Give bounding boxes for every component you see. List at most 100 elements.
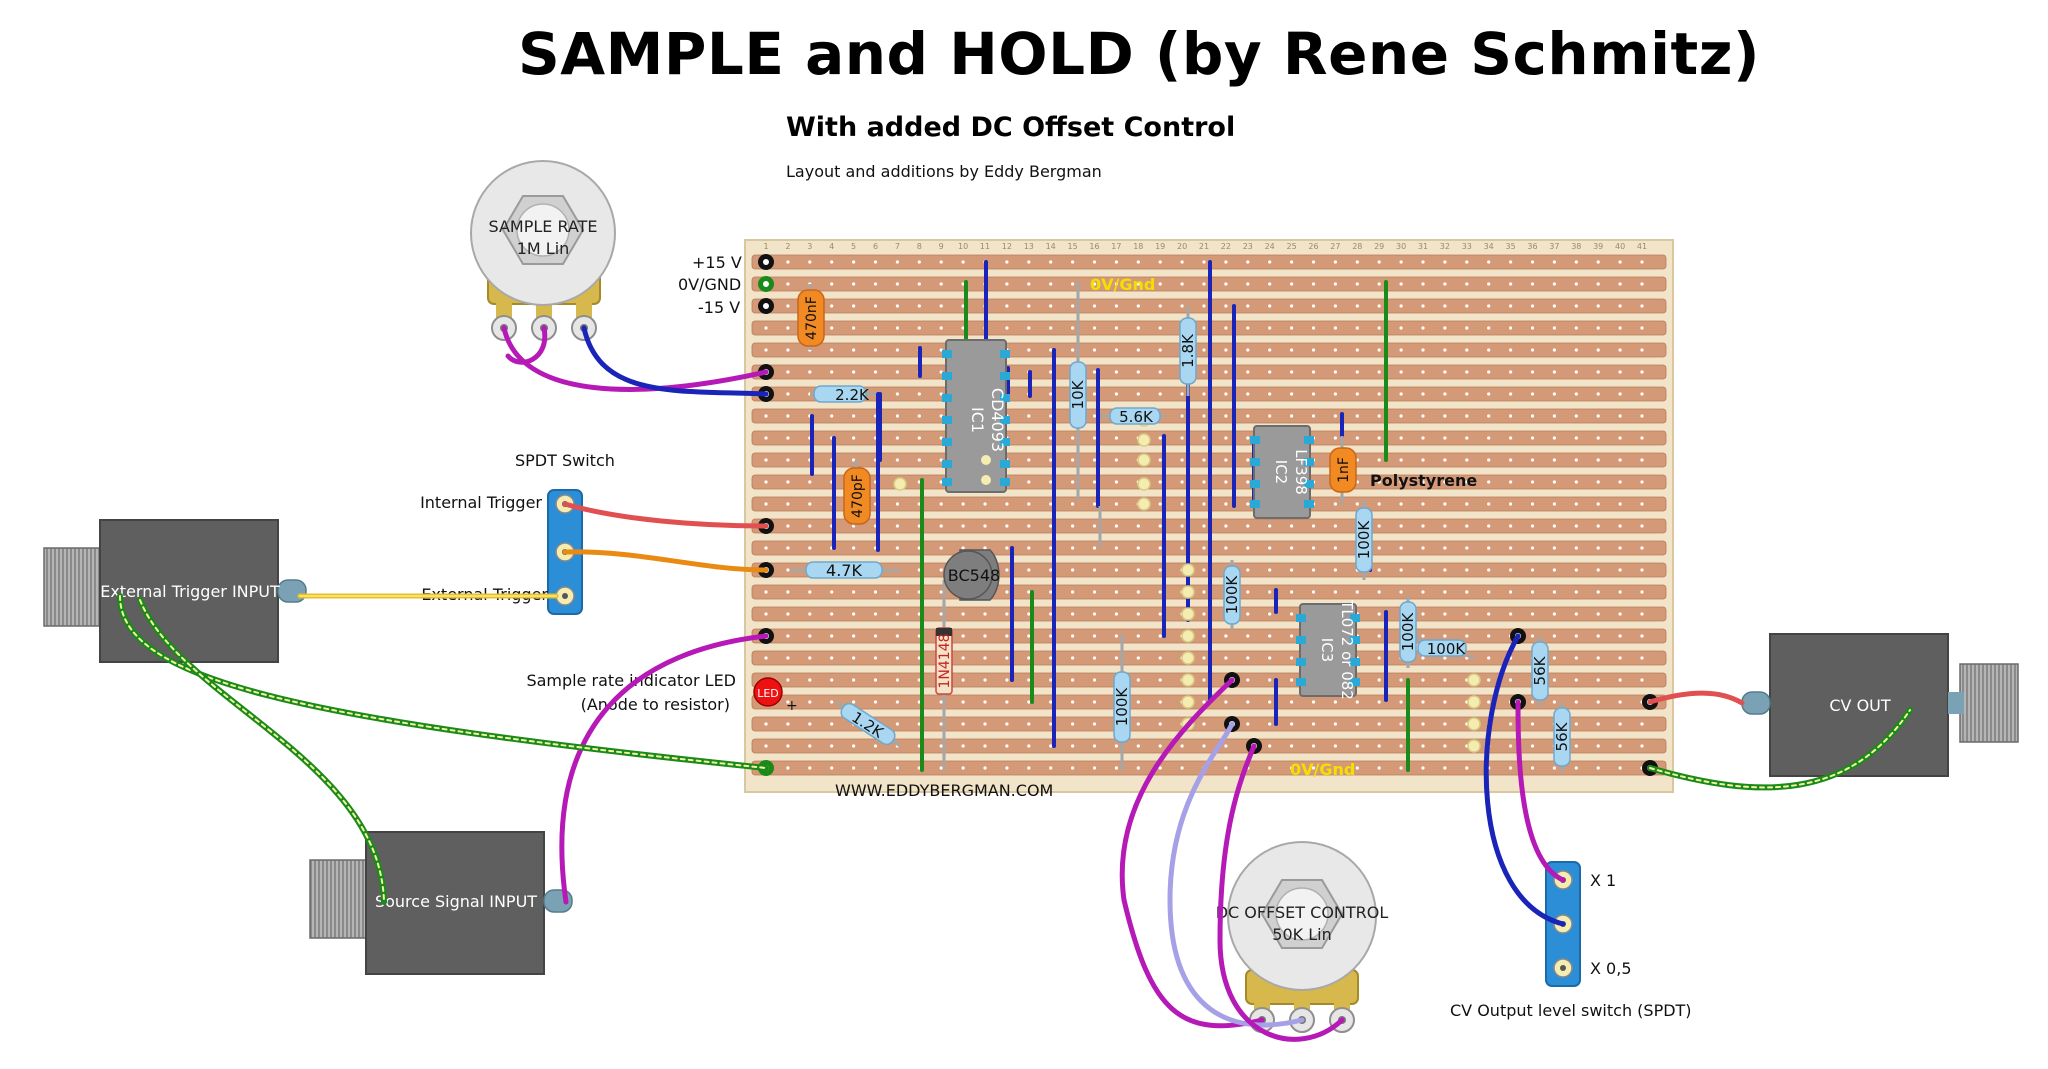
- sample-rate-pot-line1: SAMPLE RATE: [488, 217, 597, 236]
- source-signal-jack-label: Source Signal INPUT: [375, 892, 537, 911]
- resistor-100k-d: 100K: [1407, 634, 1475, 660]
- transistor-label: BC548: [948, 566, 1000, 585]
- resistor-100k-c-label: 100K: [1399, 612, 1417, 652]
- resistor-4k7-label: 4.7K: [826, 561, 862, 580]
- column-number: 35: [1506, 242, 1516, 251]
- sample-rate-pot-line2: 1M Lin: [517, 239, 570, 258]
- column-number: 41: [1637, 242, 1647, 251]
- resistor-5k6: 5.6K: [1100, 407, 1166, 426]
- ic3-part: TL072 or 082: [1338, 599, 1356, 700]
- column-number: 30: [1396, 242, 1406, 251]
- cv-out-jack-label: CV OUT: [1829, 696, 1891, 715]
- column-number: 4: [829, 242, 834, 251]
- ic2-name: IC2: [1272, 460, 1290, 484]
- gnd-strip-top-label: 0V/Gnd: [1090, 275, 1155, 294]
- ic3-chip: IC3 TL072 or 082: [1296, 599, 1360, 700]
- dc-offset-pot-line1: DC OFFSET CONTROL: [1216, 903, 1389, 922]
- resistor-100k-b: 100K: [1223, 560, 1241, 630]
- resistor-56k-b: 56K: [1553, 702, 1571, 772]
- resistor-10k-label: 10K: [1069, 379, 1087, 409]
- resistor-100k-d-label: 100K: [1427, 640, 1467, 658]
- resistor-100k-c: 100K: [1399, 596, 1417, 668]
- column-number: 22: [1221, 242, 1231, 251]
- spdt-switch-title: SPDT Switch: [515, 451, 615, 470]
- column-number: 19: [1155, 242, 1165, 251]
- ic1-name: IC1: [968, 407, 987, 433]
- sample-rate-pot: SAMPLE RATE 1M Lin: [470, 160, 616, 341]
- copper-strip: [751, 716, 1667, 732]
- offboard-wires: [117, 325, 1913, 1042]
- internal-trigger-label: Internal Trigger: [420, 493, 542, 512]
- resistor-56k-a-label: 56K: [1531, 655, 1549, 685]
- resistor-56k-a: 56K: [1531, 636, 1549, 706]
- column-number: 3: [807, 242, 812, 251]
- column-number: 1: [763, 242, 768, 251]
- page-subtitle: With added DC Offset Control: [786, 112, 1236, 143]
- column-number: 29: [1374, 242, 1384, 251]
- column-number: 25: [1287, 242, 1297, 251]
- column-number: 18: [1133, 242, 1143, 251]
- website-label: WWW.EDDYBERGMAN.COM: [835, 781, 1053, 800]
- ic1-part: CD4093: [988, 388, 1007, 452]
- rail-minus15-label: -15 V: [698, 298, 740, 317]
- rail-plus15-label: +15 V: [692, 253, 742, 272]
- column-number: 28: [1352, 242, 1362, 251]
- led-plus: +: [786, 698, 798, 714]
- gnd-strip-bottom-label: 0V/Gnd: [1290, 760, 1355, 779]
- column-number: 23: [1243, 242, 1253, 251]
- cap-470nf: 470nF: [797, 284, 825, 350]
- rail-gnd-label: 0V/GND: [678, 275, 741, 294]
- credit-text: Layout and additions by Eddy Bergman: [786, 162, 1102, 181]
- column-number: 34: [1484, 242, 1494, 251]
- resistor-2k2: 2.2K: [810, 385, 876, 404]
- column-number: 21: [1199, 242, 1209, 251]
- led: LED +: [753, 677, 798, 714]
- column-number: 16: [1089, 242, 1099, 251]
- cap-1nf-label: 1nF: [1336, 457, 1352, 483]
- copper-strip: [751, 738, 1667, 754]
- resistor-1k8: 1.8K: [1179, 306, 1197, 396]
- cap-470nf-label: 470nF: [804, 296, 820, 340]
- column-number: 6: [873, 242, 878, 251]
- cap-1nf: 1nF: [1329, 436, 1357, 504]
- resistor-5k6-label: 5.6K: [1119, 408, 1154, 426]
- column-number: 20: [1177, 242, 1187, 251]
- column-number: 17: [1111, 242, 1121, 251]
- column-number: 14: [1046, 242, 1056, 251]
- cv-out-jack: CV OUT: [1741, 633, 2019, 777]
- column-number: 5: [851, 242, 856, 251]
- cap-470pf-label: 470pF: [850, 474, 866, 518]
- resistor-100k-e-label: 100K: [1113, 687, 1131, 727]
- resistor-100k-a-label: 100K: [1355, 520, 1373, 560]
- ext-trigger-jack: External Trigger INPUT: [43, 519, 307, 663]
- led-label-line1: Sample rate indicator LED: [526, 671, 736, 690]
- ext-trigger-jack-label: External Trigger INPUT: [100, 582, 280, 601]
- cv-switch-x1-label: X 1: [1590, 871, 1616, 890]
- column-number: 8: [917, 242, 922, 251]
- column-number: 9: [939, 242, 944, 251]
- cap-470pf: 470pF: [843, 460, 871, 526]
- diode-label: 1N4148: [937, 633, 953, 688]
- resistor-100k-b-label: 100K: [1223, 575, 1241, 615]
- column-number: 13: [1024, 242, 1034, 251]
- column-number: 27: [1330, 242, 1340, 251]
- resistor-56k-b-label: 56K: [1553, 721, 1571, 751]
- column-number: 11: [980, 242, 990, 251]
- ic1-chip: IC1 CD4093: [942, 339, 1010, 493]
- resistor-10k: 10K: [1069, 350, 1087, 440]
- column-number: 12: [1002, 242, 1012, 251]
- column-number: 37: [1549, 242, 1559, 251]
- column-number: 36: [1527, 242, 1537, 251]
- resistor-100k-a: 100K: [1355, 500, 1373, 580]
- column-number: 40: [1615, 242, 1625, 251]
- resistor-4k7: 4.7K: [790, 561, 900, 580]
- column-number: 2: [785, 242, 790, 251]
- resistor-1k8-label: 1.8K: [1179, 333, 1197, 368]
- transistor-bc548: BC548: [943, 549, 1000, 601]
- ic3-name: IC3: [1318, 638, 1336, 662]
- ic2-chip: IC2 LF398: [1250, 425, 1314, 519]
- dc-offset-pot-line2: 50K Lin: [1272, 925, 1331, 944]
- column-number: 38: [1571, 242, 1581, 251]
- resistor-2k2-label: 2.2K: [835, 386, 870, 404]
